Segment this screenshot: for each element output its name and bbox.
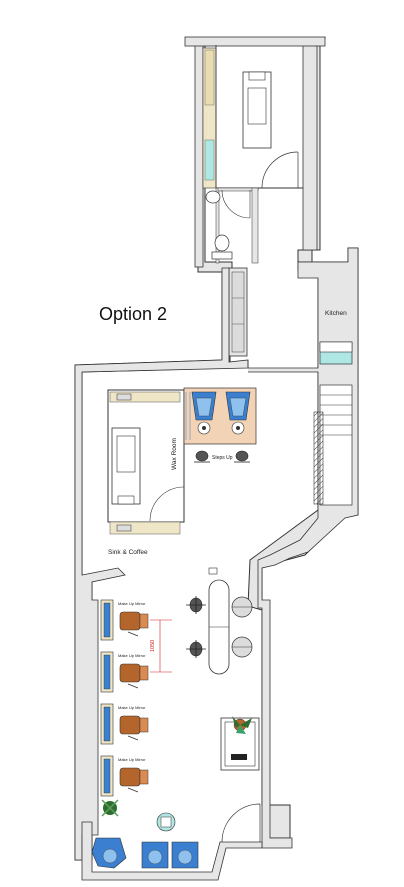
makeup-station-4: Make Up Mirror xyxy=(100,755,149,797)
round-stool-2 xyxy=(231,636,253,658)
counter-inner xyxy=(231,271,245,353)
lounge-chair-1 xyxy=(91,837,127,869)
wc-partition xyxy=(215,187,220,264)
reception-monitor xyxy=(231,754,247,760)
office-chair-1 xyxy=(186,596,206,614)
makeup-station-2: Make Up Mirror xyxy=(100,651,149,693)
pedicure-chair-2 xyxy=(225,391,251,435)
toilet-cistern xyxy=(211,251,233,260)
office-chair-2 xyxy=(186,640,206,658)
rear-room-shelf-teal xyxy=(204,139,215,181)
makeup-mirror-label: Make Up Mirror xyxy=(118,653,146,658)
stool-1 xyxy=(194,450,210,463)
door-swing-front xyxy=(221,803,261,843)
steps-up-label: Steps Up xyxy=(212,455,233,461)
wax-room-top-bench xyxy=(109,391,181,403)
bottom-wall xyxy=(81,821,263,881)
toilet-bowl xyxy=(214,234,230,252)
basin xyxy=(205,190,221,204)
stool-2 xyxy=(234,450,250,463)
rear-room-shelf-inner xyxy=(204,49,215,106)
wall-top-room-left xyxy=(194,44,204,268)
round-stool-1 xyxy=(231,596,253,618)
small-box xyxy=(208,567,218,575)
makeup-mirror-label: Make Up Mirror xyxy=(118,601,146,606)
staircase xyxy=(319,384,353,506)
main-right-wall xyxy=(247,247,359,849)
sink-coffee-label: Sink & Coffee xyxy=(108,549,148,556)
plant-icon xyxy=(232,716,252,734)
wax-room-label: Wax Room xyxy=(171,438,178,470)
lounge-chair-3 xyxy=(171,841,199,869)
side-table-icon xyxy=(156,812,176,832)
potted-plant-icon xyxy=(101,799,119,817)
makeup-station-1: Make Up Mirror xyxy=(100,599,149,641)
lounge-chair-2 xyxy=(141,841,169,869)
wall-top-room-right xyxy=(302,44,318,251)
door-swing-rear xyxy=(261,151,299,189)
kitchen-label: Kitchen xyxy=(325,310,347,317)
door-swing-wax xyxy=(149,486,185,522)
makeup-mirror-label: Make Up Mirror xyxy=(118,705,146,710)
makeup-station-3: Make Up Mirror xyxy=(100,703,149,745)
pedicure-chair-1 xyxy=(191,391,217,435)
makeup-mirror-label: Make Up Mirror xyxy=(118,757,146,762)
door-swing-wc xyxy=(221,189,251,219)
dimension-marker xyxy=(150,619,172,673)
dimension-label: 1050 xyxy=(150,640,156,652)
wall-top-room-cap xyxy=(184,36,326,47)
stair-hatch xyxy=(313,411,324,505)
plan-title: Option 2 xyxy=(99,304,167,324)
